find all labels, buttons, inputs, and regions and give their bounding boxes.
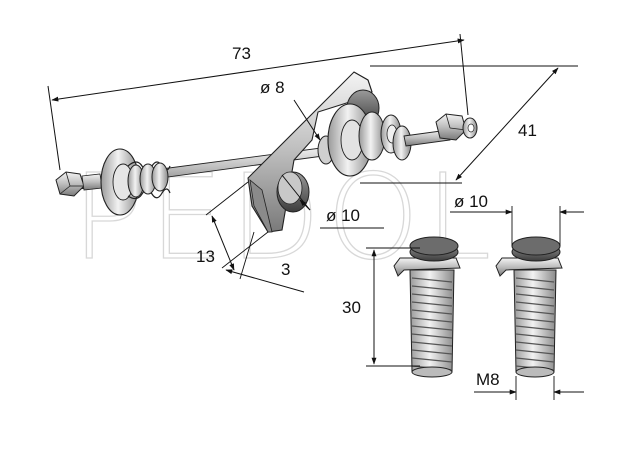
spring [127,161,171,200]
hole-diameter-callout: ø 8 [260,78,321,141]
pad-diameter-dimension: ø 10 [450,192,584,246]
pad-diameter-label: ø 10 [454,192,488,211]
pad-screw-left [393,236,461,378]
plate-height-label: 13 [196,247,215,266]
plate-thickness-label: 3 [281,260,290,279]
thread-label: M8 [476,370,500,389]
left-nut [55,171,103,197]
thread-dimension: M8 [474,370,584,400]
pin-diameter-callout: ø 10 [281,174,384,229]
screw-length-label: 30 [342,298,361,317]
length-label: 73 [232,44,251,63]
washer-stack [327,89,412,177]
right-nut [435,113,478,141]
screw-length-dimension: 30 [342,247,420,367]
bracket-pin [276,171,310,213]
hole-diameter-label: ø 8 [260,78,285,97]
plate-height-dimension: 13 [196,181,269,271]
pin-diameter-label: ø 10 [326,206,360,225]
pad-screw-right [495,236,563,378]
width-label: 41 [518,121,537,140]
width-dimension: 41 [360,65,578,184]
plate-thickness-dimension: 3 [225,231,305,293]
